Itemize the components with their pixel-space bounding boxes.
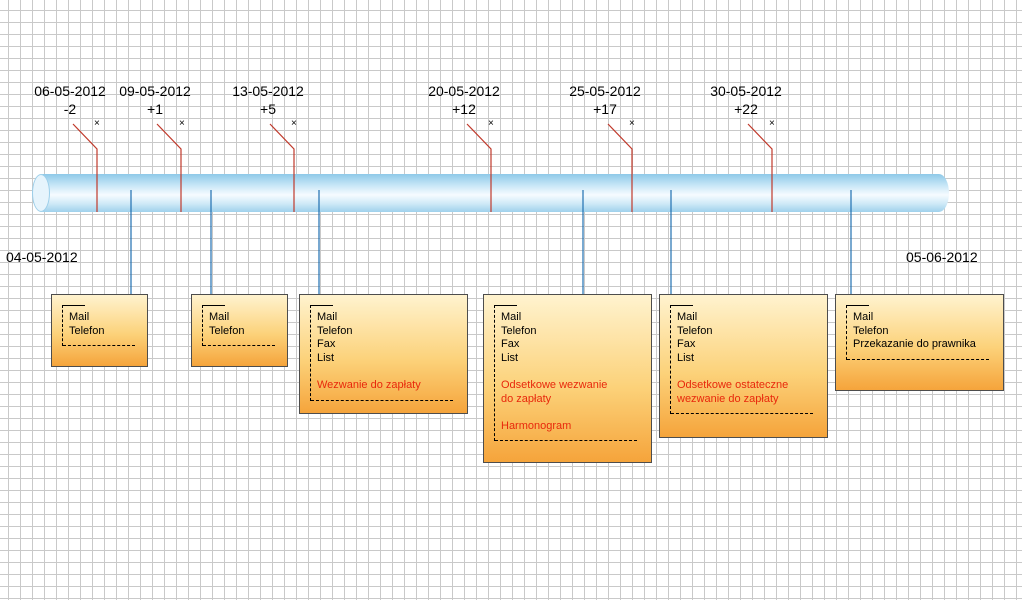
note-spacer — [501, 406, 607, 420]
milestone-date: 20-05-2012 — [428, 83, 500, 99]
note-highlight: Harmonogram — [501, 419, 572, 432]
action-note: Mail Telefon — [191, 294, 288, 367]
note-content: Mail Telefon — [62, 305, 135, 347]
milestone-label: 25-05-2012 +17 — [569, 82, 641, 118]
milestone-x-mark: × — [629, 118, 635, 129]
milestone-x-mark: × — [488, 118, 494, 129]
note-item-list: List — [317, 351, 335, 364]
note-top-rule — [495, 305, 517, 306]
milestone-label: 06-05-2012 -2 — [34, 82, 106, 118]
milestone-date: 06-05-2012 — [34, 83, 106, 99]
milestone-offset: +1 — [147, 101, 163, 117]
note-bottom-rule — [63, 345, 135, 347]
milestone-date: 25-05-2012 — [569, 83, 641, 99]
note-item-mail: Mail — [209, 311, 230, 323]
action-note: Mail Telefon Fax List Odsetkowe wezwanie… — [483, 294, 652, 463]
note-bottom-rule — [495, 440, 637, 442]
milestone-offset: +22 — [734, 101, 758, 117]
note-spacer — [317, 365, 421, 379]
milestone-offset: +17 — [593, 101, 617, 117]
milestone-x-mark: × — [769, 118, 775, 129]
note-highlight: Odsetkowe wezwanie — [501, 378, 608, 391]
note-highlight: do zapłaty — [501, 392, 552, 405]
note-item-mail: Mail — [317, 311, 338, 323]
milestone-x-mark: × — [179, 118, 185, 129]
note-bottom-rule — [203, 345, 275, 347]
note-content: Mail Telefon — [202, 305, 275, 347]
note-highlight: wezwanie do zapłaty — [677, 392, 779, 405]
milestone-x-mark: × — [94, 118, 100, 129]
action-note: Mail Telefon Fax List Odsetkowe ostatecz… — [659, 294, 828, 438]
milestone-x-mark: × — [291, 118, 297, 129]
note-content: Mail Telefon Przekazanie do prawnika — [846, 305, 989, 360]
note-item-mail: Mail — [853, 311, 874, 323]
note-bottom-rule — [847, 358, 989, 360]
note-content: Mail Telefon Fax List Odsetkowe ostatecz… — [670, 305, 813, 415]
milestone-label: 20-05-2012 +12 — [428, 82, 500, 118]
note-top-rule — [203, 305, 225, 306]
note-content: Mail Telefon Fax List Wezwanie do zapłat… — [310, 305, 453, 401]
note-item-mail: Mail — [69, 311, 90, 323]
note-top-rule — [671, 305, 693, 306]
note-item-mail: Mail — [677, 311, 698, 323]
note-item-telefon: Telefon — [209, 324, 245, 337]
note-top-rule — [847, 305, 869, 306]
timeline-end-date: 05-06-2012 — [906, 249, 978, 265]
milestone-date: 09-05-2012 — [119, 83, 191, 99]
milestone-offset: -2 — [63, 101, 77, 117]
note-item-fax: Fax — [501, 338, 520, 351]
note-content: Mail Telefon Fax List Odsetkowe wezwanie… — [494, 305, 637, 442]
timeline-bar-start-cap — [32, 174, 50, 212]
note-item-telefon: Telefon — [853, 324, 889, 337]
action-note: Mail Telefon Fax List Wezwanie do zapłat… — [299, 294, 468, 414]
milestone-offset: +5 — [260, 101, 276, 117]
timeline-bar — [33, 174, 949, 212]
note-item-telefon: Telefon — [69, 324, 105, 337]
note-item-fax: Fax — [677, 338, 696, 351]
note-highlight: Odsetkowe ostateczne — [677, 378, 789, 391]
note-item-przekazanie: Przekazanie do prawnika — [853, 338, 976, 351]
milestone-label: 09-05-2012 +1 — [119, 82, 191, 118]
note-item-fax: Fax — [317, 338, 336, 351]
action-note: Mail Telefon — [51, 294, 148, 367]
note-item-telefon: Telefon — [501, 324, 537, 337]
note-item-mail: Mail — [501, 311, 522, 323]
milestone-label: 13-05-2012 +5 — [232, 82, 304, 118]
note-item-telefon: Telefon — [317, 324, 353, 337]
note-bottom-rule — [671, 413, 813, 415]
note-item-list: List — [677, 351, 695, 364]
note-item-telefon: Telefon — [677, 324, 713, 337]
timeline-start-date: 04-05-2012 — [6, 249, 78, 265]
note-spacer — [677, 365, 788, 379]
note-spacer — [501, 365, 607, 379]
note-item-list: List — [501, 351, 519, 364]
note-highlight: Wezwanie do zapłaty — [317, 378, 421, 391]
milestone-date: 13-05-2012 — [232, 83, 304, 99]
milestone-label: 30-05-2012 +22 — [710, 82, 782, 118]
action-note: Mail Telefon Przekazanie do prawnika — [835, 294, 1004, 391]
milestone-date: 30-05-2012 — [710, 83, 782, 99]
note-top-rule — [311, 305, 333, 306]
note-bottom-rule — [311, 399, 453, 401]
milestone-offset: +12 — [452, 101, 476, 117]
note-top-rule — [63, 305, 85, 306]
